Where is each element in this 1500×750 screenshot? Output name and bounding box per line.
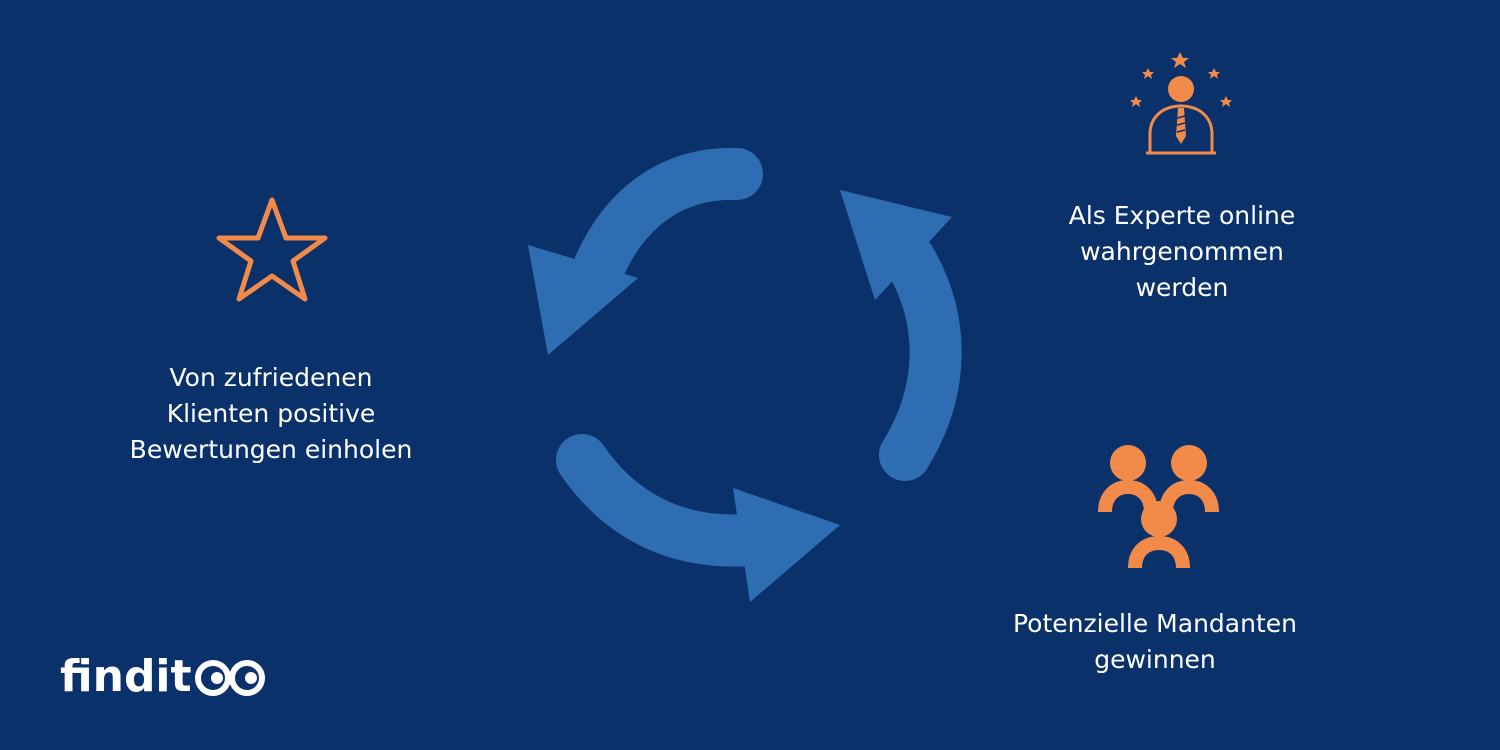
expert-person-icon: [1130, 52, 1232, 155]
star-icon: [216, 197, 328, 302]
arrowhead-top-left: [528, 245, 638, 355]
arrowhead-right: [840, 190, 952, 300]
arrow-top-left: [574, 147, 763, 291]
logo-text: findit: [60, 650, 192, 702]
arrow-bottom: [556, 434, 776, 567]
logo-eyes-icon: [194, 660, 265, 696]
cycle-arrows: [528, 147, 962, 602]
group-people-icon: [1098, 445, 1219, 569]
finditoo-logo: findit: [60, 648, 266, 704]
caption-expert: Als Experte online wahrgenommen werden: [1068, 201, 1296, 302]
caption-clients: Potenzielle Mandanten gewinnen: [1013, 609, 1297, 674]
arrowhead-bottom: [733, 488, 840, 602]
arrow-right: [879, 234, 962, 481]
caption-reviews: Von zufriedenen Klienten positive Bewert…: [129, 363, 413, 464]
